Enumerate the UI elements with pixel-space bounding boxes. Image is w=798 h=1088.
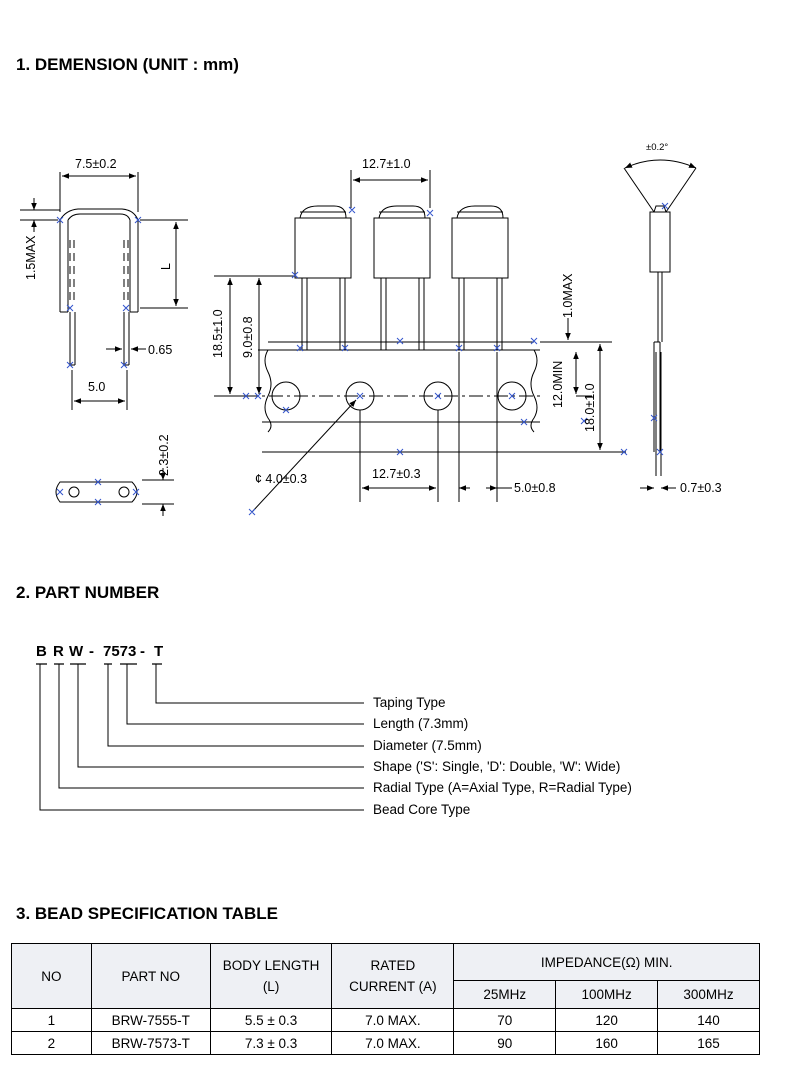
- part-label-core: Bead Core Type: [373, 802, 471, 817]
- cell-z300: 140: [657, 1008, 760, 1032]
- code-dash-1: -: [89, 643, 94, 660]
- table-row: 1 BRW-7555-T 5.5 ± 0.3 7.0 MAX. 70 120 1…: [11, 1008, 760, 1032]
- dimension-section-title: 1. DEMENSION (UNIT : mm): [16, 55, 239, 74]
- cell-z25: 70: [453, 1008, 557, 1032]
- cell-part: BRW-7573-T: [90, 1031, 211, 1055]
- angle-dim-label: ±0.2°: [646, 142, 668, 153]
- code-size: 7573: [103, 643, 137, 660]
- hole-diameter-dim-label: ¢ 4.0±0.3: [255, 472, 307, 486]
- lead-pitch-dim-label: 5.0: [88, 380, 105, 394]
- header-freq-300: 300MHz: [657, 980, 760, 1009]
- header-rated-title: RATED: [370, 958, 416, 973]
- header-no: NO: [11, 943, 92, 1009]
- pitch-top-dim-label: 12.7±1.0: [362, 157, 411, 171]
- header-rated-unit: CURRENT (A): [349, 979, 437, 994]
- cell-length: 5.5 ± 0.3: [209, 1008, 333, 1032]
- part-label-taping: Taping Type: [373, 695, 446, 710]
- tape-thickness-dim-label: 0.7±0.3: [680, 481, 722, 495]
- header-rated-current: RATED CURRENT (A): [331, 943, 455, 1009]
- width-dim-label: 7.5±0.2: [75, 157, 117, 171]
- header-body-length-unit: (L): [262, 979, 280, 994]
- header-freq-100: 100MHz: [555, 980, 659, 1009]
- header-freq-25: 25MHz: [453, 980, 557, 1009]
- code-char-r: R: [53, 643, 64, 660]
- cell-current: 7.0 MAX.: [331, 1031, 455, 1055]
- tape-min-dim-label: 12.0MIN: [551, 361, 565, 408]
- lead-diameter-dim-label: 0.65: [148, 343, 172, 357]
- code-char-w: W: [69, 643, 84, 660]
- hole-pitch-dim-label: 12.7±0.3: [372, 467, 421, 481]
- part-label-shape: Shape ('S': Single, 'D': Double, 'W': Wi…: [373, 759, 621, 774]
- spec-section-title: 3. BEAD SPECIFICATION TABLE: [16, 904, 278, 923]
- offset-dim-label: 5.0±0.8: [514, 481, 556, 495]
- cell-z100: 160: [555, 1031, 659, 1055]
- code-char-b: B: [36, 643, 47, 660]
- table-row: 2 BRW-7573-T 7.3 ± 0.3 7.0 MAX. 90 160 1…: [11, 1031, 760, 1055]
- lead-height-dim-label: 9.0±0.8: [241, 316, 255, 358]
- part-label-length: Length (7.3mm): [373, 716, 469, 731]
- tape-width-dim-label: 18.0±1.0: [583, 383, 597, 432]
- header-body-length-title: BODY LENGTH: [222, 958, 320, 973]
- length-dim-label: L: [159, 263, 173, 270]
- side-profile-view: [623, 159, 697, 491]
- thickness-dim-label: 2.3±0.2: [157, 434, 171, 476]
- cell-length: 7.3 ± 0.3: [209, 1031, 333, 1055]
- taped-components: [294, 205, 509, 350]
- header-impedance: IMPEDANCE(Ω) MIN.: [453, 943, 760, 981]
- cell-no: 1: [11, 1008, 92, 1032]
- total-height-dim-label: 18.5±1.0: [211, 309, 225, 358]
- bead-spec-table: NO PART NO BODY LENGTH (L) RATED CURRENT…: [11, 943, 760, 1055]
- snap-markers: [56, 202, 669, 516]
- cell-z300: 165: [657, 1031, 760, 1055]
- cell-z100: 120: [555, 1008, 659, 1032]
- part-number-section-title: 2. PART NUMBER: [16, 583, 160, 602]
- code-char-t: T: [154, 643, 164, 660]
- header-body-length: BODY LENGTH (L): [209, 943, 333, 1009]
- tape-max-dim-label: 1.0MAX: [561, 273, 575, 318]
- side-view-component: [59, 208, 139, 366]
- dimension-drawing: 7.5±0.2 1.5MAX L 0.65 5.0 2.3±0.2 12.7±1…: [20, 142, 722, 516]
- cell-no: 2: [11, 1031, 92, 1055]
- cell-current: 7.0 MAX.: [331, 1008, 455, 1032]
- part-label-diameter: Diameter (7.5mm): [373, 738, 482, 753]
- cell-z25: 90: [453, 1031, 557, 1055]
- header-part-no: PART NO: [90, 943, 211, 1009]
- code-dash-2: -: [140, 643, 145, 660]
- max-height-dim-label: 1.5MAX: [24, 235, 38, 280]
- part-label-radial: Radial Type (A=Axial Type, R=Radial Type…: [373, 780, 632, 795]
- cell-part: BRW-7555-T: [90, 1008, 211, 1032]
